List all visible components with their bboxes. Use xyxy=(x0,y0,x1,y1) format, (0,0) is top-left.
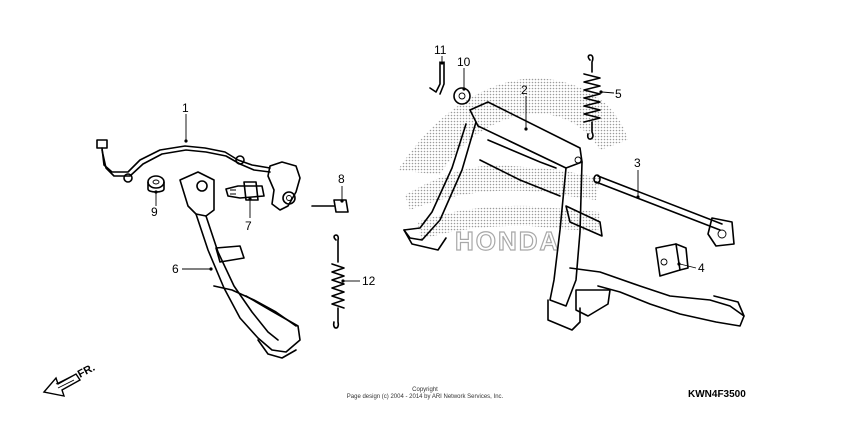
part-2-main-stand[interactable] xyxy=(403,101,745,331)
callout-4[interactable]: 4 xyxy=(698,261,705,275)
callout-12[interactable]: 12 xyxy=(362,274,376,288)
callout-8[interactable]: 8 xyxy=(338,172,345,186)
part-6-brake-pedal[interactable] xyxy=(179,171,301,359)
callout-11[interactable]: 11 xyxy=(434,43,447,57)
part-10-washer[interactable] xyxy=(453,87,471,105)
direction-label: FR. xyxy=(76,362,97,381)
callout-10[interactable]: 10 xyxy=(457,55,471,69)
copyright-line-1: Copyright xyxy=(412,387,438,393)
callout-1[interactable]: 1 xyxy=(182,101,189,115)
watermark-text: HONDA xyxy=(455,226,560,256)
diagram-code: KWN4F3500 xyxy=(688,389,746,400)
part-9-collar[interactable] xyxy=(147,175,165,193)
honda-logo-watermark: HONDA xyxy=(398,78,628,257)
copyright-line-2: Page design (c) 2004 - 2014 by ARI Netwo… xyxy=(346,394,504,400)
callout-2[interactable]: 2 xyxy=(521,83,528,97)
callout-6[interactable]: 6 xyxy=(172,262,179,276)
part-7-bolt[interactable] xyxy=(225,181,265,201)
part-11-pin[interactable] xyxy=(429,61,445,95)
callout-3[interactable]: 3 xyxy=(634,156,641,170)
part-1-switch-assembly[interactable] xyxy=(96,139,301,211)
callout-9[interactable]: 9 xyxy=(151,205,158,219)
part-12-spring[interactable] xyxy=(331,234,345,329)
callouts: 1 2 3 4 5 6 7 8 9 10 11 12 xyxy=(151,43,705,288)
part-3-shaft[interactable] xyxy=(593,174,735,247)
callout-5[interactable]: 5 xyxy=(615,87,622,101)
part-4-stopper[interactable] xyxy=(655,243,689,277)
part-5-spring[interactable] xyxy=(583,54,601,140)
callout-7[interactable]: 7 xyxy=(245,219,252,233)
leader-lines xyxy=(154,56,697,283)
